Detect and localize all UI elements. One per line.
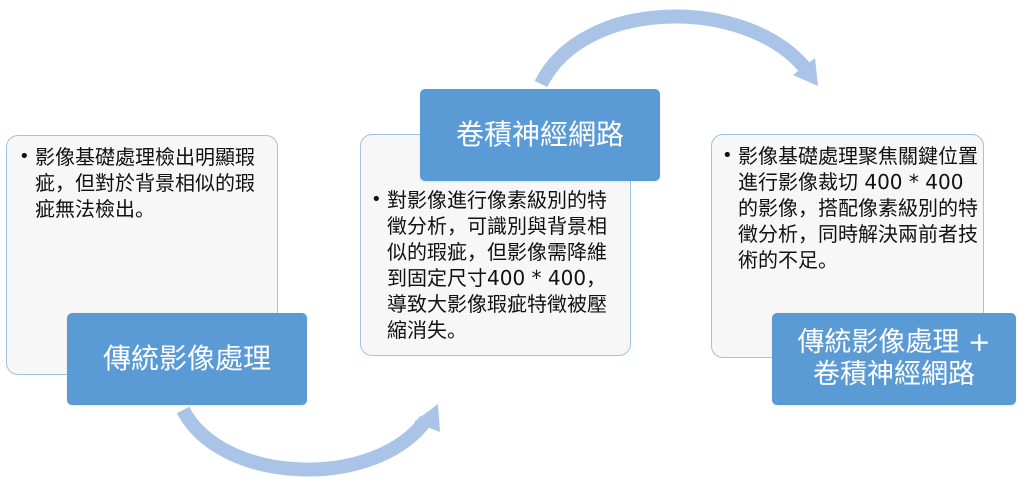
step-1-label-text: 傳統影像處理 bbox=[102, 342, 271, 375]
curved-arrow-icon bbox=[176, 404, 440, 477]
bullet-icon: • bbox=[371, 189, 382, 210]
step-2-description: • 對影像進行像素級別的特徵分析，可識別與背景相似的瑕疵，但影像需降維到固定尺寸… bbox=[371, 187, 625, 343]
step-2-label: 卷積神經網路 bbox=[420, 89, 660, 181]
step-3-label-line-1: 傳統影像處理 + bbox=[797, 327, 991, 358]
step-1-label: 傳統影像處理 bbox=[67, 313, 307, 405]
step-2-label-text: 卷積神經網路 bbox=[455, 118, 624, 151]
step-1-card: • 影像基礎處理檢出明顯瑕疵，但對於背景相似的瑕疵無法檢出。 bbox=[6, 135, 278, 375]
step-2-text: 對影像進行像素級別的特徵分析，可識別與背景相似的瑕疵，但影像需降維到固定尺寸40… bbox=[387, 188, 607, 342]
step-3-description: • 影像基礎處理聚焦關鍵位置進行影像裁切 400 * 400 的影像，搭配像素級… bbox=[722, 143, 980, 273]
bullet-icon: • bbox=[722, 145, 733, 166]
step-3-label-line-2: 卷積神經網路 bbox=[813, 359, 975, 390]
step-1-text: 影像基礎處理檢出明顯瑕疵，但對於背景相似的瑕疵無法檢出。 bbox=[35, 145, 255, 221]
step-3-label: 傳統影像處理 + 卷積神經網路 bbox=[772, 313, 1016, 405]
bullet-icon: • bbox=[19, 146, 30, 167]
step-2-card: • 對影像進行像素級別的特徵分析，可識別與背景相似的瑕疵，但影像需降維到固定尺寸… bbox=[360, 134, 631, 356]
step-3-text: 影像基礎處理聚焦關鍵位置進行影像裁切 400 * 400 的影像，搭配像素級別的… bbox=[738, 144, 978, 272]
step-1-description: • 影像基礎處理檢出明顯瑕疵，但對於背景相似的瑕疵無法檢出。 bbox=[19, 144, 265, 222]
curved-arrow-icon bbox=[534, 9, 818, 88]
